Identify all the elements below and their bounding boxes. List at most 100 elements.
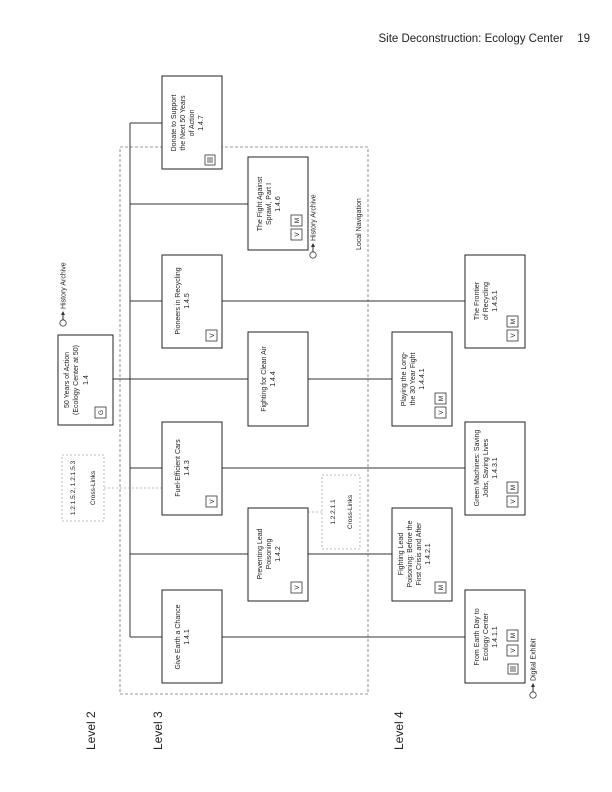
svg-text:Fuel-Efficient Cars: Fuel-Efficient Cars xyxy=(175,439,182,497)
v-button-label: V xyxy=(510,648,517,653)
node-1-4-7[interactable]: Donate to Support the Next 50 Years of A… xyxy=(161,75,223,170)
node-1-4-5-1[interactable]: The Frontier of Recycling 1.4.5.1 V M xyxy=(464,254,526,349)
cross-links-box-2[interactable]: 1.2.2.1.1 Cross-Links xyxy=(321,474,361,550)
v-button-label: V xyxy=(209,333,216,338)
m-button-label: M xyxy=(510,633,517,638)
svg-text:Poisoning: Poisoning xyxy=(266,539,273,570)
svg-text:Ecology Center: Ecology Center xyxy=(483,612,490,661)
m-button[interactable] xyxy=(290,214,303,227)
svg-text:From Earth Day to: From Earth Day to xyxy=(474,608,481,665)
m-button[interactable] xyxy=(506,315,519,328)
svg-text:Sprawl, Part I: Sprawl, Part I xyxy=(266,183,273,225)
svg-text:Jobs, Saving Lives: Jobs, Saving Lives xyxy=(483,438,490,497)
svg-text:1.4.1.1: 1.4.1.1 xyxy=(492,626,499,648)
node-1-4-6[interactable]: The Fight Against Sprawl, Part I 1.4.6 V… xyxy=(247,156,309,251)
node-1-4-4-1[interactable]: Playing the Long- the 30 Year Fight 1.4.… xyxy=(391,331,453,427)
exhibit-circle-icon xyxy=(529,691,537,699)
history-archive-link-2[interactable]: History Archive xyxy=(309,194,318,259)
m-button-label: M xyxy=(438,396,445,401)
node-1-4-3-1[interactable]: Green Machines: Saving Jobs, Saving Live… xyxy=(464,421,526,516)
m-button[interactable] xyxy=(506,481,519,494)
local-navigation-region xyxy=(119,146,369,695)
node-1-4-1[interactable]: Give Earth a Chance 1.4.1 xyxy=(161,589,223,684)
g-button[interactable] xyxy=(94,406,107,419)
v-button[interactable] xyxy=(506,495,519,508)
svg-text:Digital Exhibit: Digital Exhibit xyxy=(531,639,538,681)
svg-text:1.4: 1.4 xyxy=(83,375,90,385)
svg-text:Playing the Long-: Playing the Long- xyxy=(401,351,408,406)
v-button[interactable] xyxy=(205,495,218,508)
v-button[interactable] xyxy=(506,329,519,342)
svg-text:1.4.1: 1.4.1 xyxy=(184,629,191,645)
v-button[interactable] xyxy=(290,228,303,241)
digital-exhibit-link[interactable]: Digital Exhibit xyxy=(529,639,538,699)
node-1-4-2-1[interactable]: Fighting Lead Poisoning: Before the Firs… xyxy=(391,507,453,602)
history-archive-link[interactable]: History Archive xyxy=(59,262,68,327)
v-button-label: V xyxy=(510,499,517,504)
m-button-label: M xyxy=(510,485,517,490)
svg-text:(Ecology Center at 50): (Ecology Center at 50) xyxy=(73,345,80,415)
svg-text:1.4.5: 1.4.5 xyxy=(184,293,191,309)
node-1-4-4[interactable]: Fighting for Clean Air 1.4.4 xyxy=(247,331,309,427)
svg-text:Cross-Links: Cross-Links xyxy=(347,494,354,529)
v-button-label: V xyxy=(294,585,301,590)
page-title: Site Deconstruction: Ecology Center xyxy=(378,33,564,45)
connector-lines xyxy=(113,122,465,638)
arrow-icon xyxy=(61,311,65,315)
v-button-label: V xyxy=(510,333,517,338)
svg-text:History Archive: History Archive xyxy=(61,262,68,309)
svg-text:of Action: of Action xyxy=(189,109,196,136)
arrow-icon xyxy=(531,683,535,687)
exhibit-list-icon[interactable] xyxy=(507,663,519,675)
svg-text:of Recycling: of Recycling xyxy=(483,282,490,320)
v-button-label: V xyxy=(209,499,216,504)
level-4-label: Level 4 xyxy=(392,711,406,750)
svg-text:Preventing Lead: Preventing Lead xyxy=(257,528,264,579)
node-1-4-2[interactable]: Preventing Lead Poisoning 1.4.2 V xyxy=(247,507,309,602)
m-button[interactable] xyxy=(506,629,519,642)
svg-text:Cross-Links: Cross-Links xyxy=(90,470,97,505)
level-3-label: Level 3 xyxy=(151,711,165,750)
page-number: 19 xyxy=(577,33,590,45)
m-button[interactable] xyxy=(434,392,447,405)
node-1-4[interactable]: 50 Years of Action (Ecology Center at 50… xyxy=(57,334,114,426)
svg-text:1.4.2: 1.4.2 xyxy=(275,546,282,562)
svg-text:Donate to Support: Donate to Support xyxy=(171,95,178,152)
arrow-icon xyxy=(311,243,315,247)
local-navigation-label: Local Navigation xyxy=(356,198,363,250)
svg-text:Fighting for Clean Air: Fighting for Clean Air xyxy=(261,346,268,412)
v-button[interactable] xyxy=(290,581,303,594)
svg-text:The Fight Against: The Fight Against xyxy=(257,177,264,232)
m-button[interactable] xyxy=(434,581,447,594)
v-button[interactable] xyxy=(506,644,519,657)
svg-text:1.2.2.1.1: 1.2.2.1.1 xyxy=(330,499,337,525)
svg-text:50 Years of Action: 50 Years of Action xyxy=(64,352,71,408)
node-1-4-5[interactable]: Pioneers in Recycling 1.4.5 V xyxy=(161,254,223,349)
m-button-label: M xyxy=(510,319,517,324)
svg-text:1.4.7: 1.4.7 xyxy=(198,115,205,131)
cross-links-box-1[interactable]: 1.2.1.5.2, 1.2.1.5.3 Cross-Links xyxy=(61,454,105,522)
v-button[interactable] xyxy=(434,406,447,419)
svg-text:the Next 50 Years: the Next 50 Years xyxy=(180,95,187,151)
svg-text:Give Earth a Chance: Give Earth a Chance xyxy=(175,604,182,669)
svg-text:First Crisis and After: First Crisis and After xyxy=(416,522,423,586)
svg-text:1.4.2.1: 1.4.2.1 xyxy=(425,543,432,565)
donate-list-icon[interactable] xyxy=(204,154,216,166)
level-2-label: Level 2 xyxy=(84,711,98,750)
node-1-4-1-1[interactable]: From Earth Day to Ecology Center 1.4.1.1… xyxy=(464,589,526,684)
svg-text:The Frontier: The Frontier xyxy=(474,281,481,320)
svg-text:1.4.3.1: 1.4.3.1 xyxy=(492,457,499,479)
svg-text:Green Machines: Saving: Green Machines: Saving xyxy=(474,430,481,507)
g-button-label: G xyxy=(98,410,105,415)
v-button-label: V xyxy=(294,232,301,237)
m-button-label: M xyxy=(438,585,445,590)
archive-circle-icon xyxy=(59,319,67,327)
page-header: Site Deconstruction: Ecology Center 19 xyxy=(378,33,590,45)
v-button-label: V xyxy=(438,410,445,415)
archive-circle-icon xyxy=(309,251,317,259)
node-1-4-3[interactable]: Fuel-Efficient Cars 1.4.3 V xyxy=(161,421,223,516)
v-button[interactable] xyxy=(205,329,218,342)
svg-text:1.4.6: 1.4.6 xyxy=(275,196,282,212)
m-button-label: M xyxy=(294,218,301,223)
